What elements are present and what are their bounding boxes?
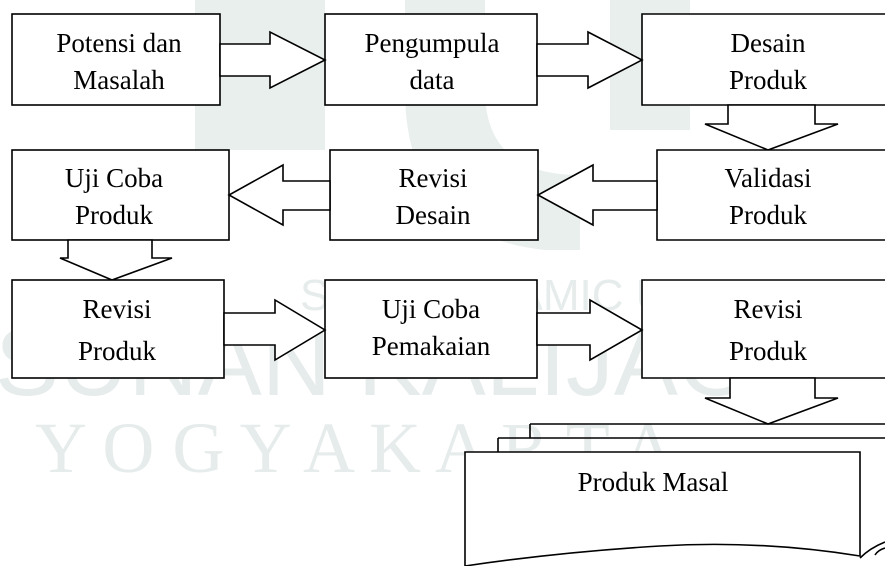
arrow-down-2: [59, 239, 173, 281]
step-uji-coba-pemakaian-box: [324, 279, 538, 379]
arrow-right-2: [536, 30, 644, 90]
arrow-down-3: [704, 377, 839, 425]
step-revisi-desain-line1: Revisi: [398, 163, 467, 193]
step-uji-coba-produk-line1: Uji Coba: [65, 163, 163, 193]
arrow-left-2: [227, 163, 331, 227]
final-doc-back-curves: [859, 541, 885, 559]
step-desain-produk-line2: Produk: [729, 65, 808, 95]
step-revisi-produk-2-line1: Revisi: [733, 294, 802, 324]
final-doc-front: [464, 451, 861, 566]
step-pengumpulan-data-box: [324, 13, 538, 106]
step-uji-coba-produk-line2: Produk: [75, 200, 154, 230]
step-revisi-produk-1-line1: Revisi: [82, 294, 151, 324]
arrow-right-1: [219, 30, 327, 90]
step-revisi-desain-line2: Desain: [396, 200, 471, 230]
step-pengumpulan-data-line2: data: [410, 65, 455, 95]
step-revisi-produk-box-1: [11, 279, 225, 379]
step-validasi-produk-line1: Validasi: [725, 163, 812, 193]
step-validasi-produk-line2: Produk: [729, 200, 808, 230]
step-uji-coba-pemakaian-line2: Pemakaian: [372, 331, 491, 361]
step-potensi-masalah-line2: Masalah: [73, 65, 165, 95]
step-revisi-produk-2-line2: Produk: [729, 336, 808, 366]
arrow-right-3: [223, 298, 327, 362]
final-produk-masal-label: Produk Masal: [578, 467, 729, 497]
arrow-right-4: [536, 298, 644, 362]
step-pengumpulan-data-line1: Pengumpula: [365, 28, 500, 58]
arrow-down-1: [704, 104, 839, 151]
arrow-left-1: [536, 163, 658, 227]
step-revisi-produk-1-line2: Produk: [78, 336, 157, 366]
step-desain-produk-line1: Desain: [731, 28, 806, 58]
step-potensi-masalah-line1: Potensi dan: [56, 28, 182, 58]
step-uji-coba-pemakaian-line1: Uji Coba: [382, 294, 480, 324]
